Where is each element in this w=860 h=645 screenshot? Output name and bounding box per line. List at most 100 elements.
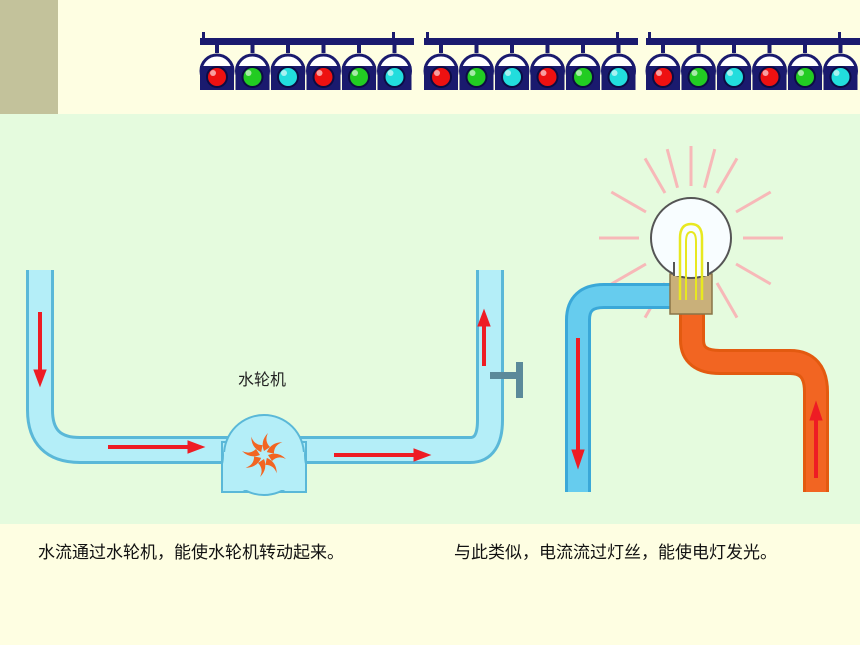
- lamp-glint: [316, 70, 323, 76]
- stage-lamp-icon: [199, 45, 235, 90]
- lamp-glint: [352, 70, 358, 76]
- lamp-hanger: [357, 45, 361, 53]
- hot-wire-outline: [679, 310, 829, 492]
- hot-wire: [682, 310, 826, 492]
- valve-stem: [490, 372, 520, 379]
- lamp-hanger: [474, 45, 479, 53]
- lamp-hanger: [321, 45, 326, 53]
- arrow-down-icon: [33, 369, 47, 388]
- lamp-hanger: [439, 45, 443, 53]
- light-ray: [643, 157, 667, 194]
- stage-lights-strip: [199, 32, 860, 90]
- current-arrows: [571, 338, 823, 478]
- filament-icon: [678, 222, 704, 300]
- lamp-hanger: [767, 45, 772, 53]
- turbine-blade: [266, 442, 283, 454]
- light-bar-post: [426, 32, 429, 40]
- stage-lamp-icon: [341, 45, 377, 90]
- light-group: [645, 32, 860, 90]
- lamp-hanger: [510, 45, 514, 53]
- turbine-blade: [245, 456, 262, 468]
- light-group: [199, 32, 414, 90]
- stage-lamp-icon: [423, 45, 459, 90]
- stage-lamp-icon: [823, 45, 858, 90]
- stage-lamp-icon: [306, 45, 341, 90]
- stage-lamp-icon: [235, 45, 270, 90]
- lamp-hanger: [392, 45, 397, 53]
- arrow-right-1-icon: [187, 440, 206, 454]
- light-bar-post: [838, 32, 841, 40]
- stage-lamp-icon: [494, 45, 530, 90]
- light-ray: [715, 282, 739, 319]
- light-bar-post: [392, 32, 395, 40]
- lamp-glint: [611, 70, 618, 76]
- lamp-glint: [762, 70, 769, 76]
- lamp-hanger: [838, 45, 843, 53]
- lamp-glint: [833, 70, 840, 76]
- light-ray: [610, 262, 647, 286]
- lamp-glint: [281, 70, 287, 76]
- light-ray: [703, 148, 717, 189]
- turbine-label: 水轮机: [238, 370, 287, 389]
- turbine-blade: [258, 459, 266, 477]
- turbine-hub: [260, 451, 268, 459]
- lamp-glint: [798, 70, 804, 76]
- cold-wire: [568, 286, 672, 492]
- stage-lamp-icon: [787, 45, 823, 90]
- lamp-glint: [656, 70, 662, 76]
- arrow-right-2-icon: [413, 448, 432, 462]
- lamp-hanger: [250, 45, 255, 53]
- stage-lamp-icon: [752, 45, 787, 90]
- current-down-icon: [571, 449, 585, 470]
- light-ray: [665, 148, 679, 189]
- valve-handle: [516, 362, 523, 398]
- bulb-glass: [650, 197, 732, 279]
- turbine-blade: [268, 453, 286, 461]
- light-group: [423, 32, 638, 90]
- water-pipe: [29, 270, 501, 461]
- water-circuit: [26, 270, 523, 496]
- lamp-hanger: [545, 45, 550, 53]
- light-bar-post: [648, 32, 651, 40]
- lamp-hanger: [661, 45, 665, 53]
- light-bar: [424, 38, 638, 45]
- filament-inner-icon: [685, 230, 697, 300]
- stage-lamp-icon: [565, 45, 601, 90]
- light-bar-post: [616, 32, 619, 40]
- light-bar: [200, 38, 414, 45]
- lamp-hanger: [581, 45, 585, 53]
- lamp-hanger: [286, 45, 290, 53]
- lamp-glint: [691, 70, 698, 76]
- lamp-glint: [434, 70, 440, 76]
- lamp-hanger: [215, 45, 219, 53]
- water-turbine: [221, 414, 307, 496]
- lamp-glint: [576, 70, 582, 76]
- lamp-glint: [210, 70, 216, 76]
- stage-lamp-icon: [530, 45, 565, 90]
- stage-lamp-icon: [377, 45, 412, 90]
- lamp-hanger: [732, 45, 736, 53]
- turbine-blade: [242, 449, 260, 457]
- electric-circuit: [565, 146, 829, 492]
- current-up-icon: [809, 400, 823, 421]
- water-flow-arrows: [33, 308, 491, 462]
- turbine-blades-icon: [242, 433, 286, 477]
- lamp-hanger: [803, 45, 807, 53]
- stage-lamp-icon: [459, 45, 494, 90]
- lamp-glint: [469, 70, 476, 76]
- arrow-up-icon: [477, 308, 491, 327]
- cold-wire-outline: [565, 283, 672, 492]
- lamp-glint: [245, 70, 252, 76]
- light-ray: [735, 262, 772, 286]
- lamp-glint: [387, 70, 394, 76]
- stage-lamp-icon: [681, 45, 716, 90]
- bulb-neck: [674, 258, 708, 276]
- light-bar: [646, 38, 860, 45]
- caption-water: 水流通过水轮机，能使水轮机转动起来。: [38, 543, 344, 563]
- lamp-glint: [727, 70, 733, 76]
- light-ray: [715, 157, 739, 194]
- lamp-glint: [505, 70, 511, 76]
- light-bar-post: [202, 32, 205, 40]
- stage-lamp-icon: [716, 45, 752, 90]
